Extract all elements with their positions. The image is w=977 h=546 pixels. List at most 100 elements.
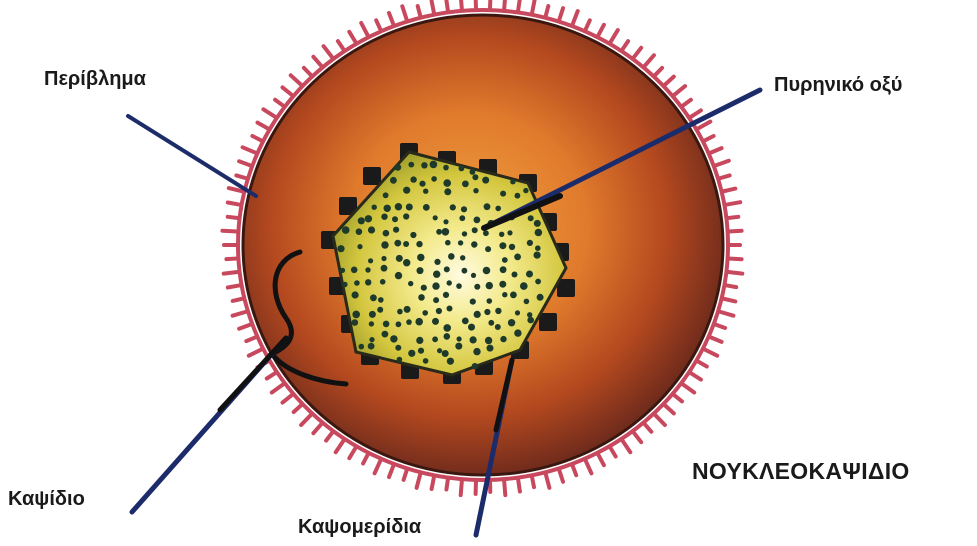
- nucleic-acid-dot: [365, 215, 372, 222]
- nucleic-acid-dot: [526, 271, 533, 278]
- envelope-spike: [402, 6, 407, 20]
- nucleic-acid-dot: [447, 280, 452, 285]
- nucleic-acid-dot: [499, 281, 506, 288]
- envelope-spike: [654, 414, 665, 425]
- envelope-spike: [719, 312, 733, 316]
- nucleic-acid-dot: [442, 350, 449, 357]
- nucleic-acid-dot: [484, 309, 490, 315]
- nucleic-acid-dot: [403, 259, 410, 266]
- nucleic-acid-dot: [502, 257, 508, 263]
- nucleic-acid-dot: [472, 363, 478, 369]
- nucleic-acid-dot: [433, 271, 440, 278]
- nucleic-acid-dot: [422, 310, 428, 316]
- envelope-spike: [633, 48, 641, 58]
- nucleic-acid-dot: [433, 215, 438, 220]
- nucleic-acid-dot: [382, 331, 389, 338]
- nucleic-acid-dot: [383, 230, 390, 237]
- nucleic-acid-dot: [423, 189, 428, 194]
- nucleic-acid-dot: [394, 240, 401, 247]
- envelope-spike: [376, 20, 381, 30]
- envelope-spike: [446, 479, 448, 490]
- nucleic-acid-dot: [421, 285, 427, 291]
- nucleic-acid-dot: [365, 267, 370, 272]
- nucleic-acid-dot: [535, 279, 541, 285]
- envelope-spike: [622, 41, 628, 50]
- envelope-spike: [654, 68, 662, 76]
- nucleic-acid-dot: [432, 336, 438, 342]
- nucleic-acid-dot: [410, 232, 416, 238]
- nucleic-acid-dot: [417, 254, 424, 261]
- nucleic-acid-dot: [377, 307, 383, 313]
- envelope-spike: [313, 423, 322, 433]
- envelope-spike: [633, 432, 641, 442]
- envelope-spike: [673, 394, 682, 401]
- envelope-spike: [336, 440, 344, 452]
- nucleic-acid-dot: [474, 311, 481, 318]
- envelope-spike: [389, 465, 394, 477]
- envelope-spike: [585, 20, 590, 30]
- nucleic-acid-dot: [356, 228, 363, 235]
- nucleic-acid-dot: [483, 230, 489, 236]
- envelope-spike: [644, 423, 651, 431]
- envelope-spike: [598, 454, 604, 466]
- nucleic-acid-dot: [340, 268, 345, 273]
- nucleic-acid-dot: [369, 311, 376, 318]
- envelope-spike: [228, 285, 241, 287]
- envelope-spike: [572, 11, 577, 25]
- envelope-spike: [546, 6, 549, 17]
- envelope-spike: [272, 384, 284, 393]
- nucleic-acid-dot: [408, 281, 413, 286]
- nucleic-acid-dot: [514, 329, 521, 336]
- envelope-spike: [226, 259, 237, 260]
- envelope-spike: [224, 272, 239, 274]
- nucleic-acid-dot: [443, 165, 449, 171]
- nucleic-acid-dot: [432, 282, 439, 289]
- envelope-spike: [518, 479, 520, 492]
- envelope-spike: [301, 414, 312, 425]
- envelope-spike: [710, 337, 722, 342]
- nucleic-acid-dot: [443, 219, 448, 224]
- envelope-spike: [258, 123, 269, 129]
- nucleic-acid-dot: [381, 241, 388, 248]
- envelope-spike: [239, 161, 251, 165]
- nucleic-acid-dot: [408, 350, 415, 357]
- nucleic-acid-dot: [397, 357, 403, 363]
- envelope-spike: [723, 299, 736, 302]
- nucleic-acid-dot: [500, 191, 506, 197]
- envelope-spike: [275, 100, 284, 107]
- nucleic-acid-dot: [457, 336, 462, 341]
- nucleic-acid-dot: [483, 267, 491, 275]
- nucleic-acid-dot: [456, 283, 462, 289]
- nucleic-acid-dot: [510, 179, 515, 184]
- envelope-spike: [704, 136, 714, 141]
- nucleic-acid-dot: [430, 161, 438, 169]
- nucleic-acid-dot: [370, 294, 377, 301]
- nucleic-acid-dot: [410, 176, 416, 182]
- envelope-spike: [532, 0, 535, 14]
- envelope-spike: [304, 68, 312, 76]
- capsomere: [539, 313, 557, 331]
- nucleic-acid-dot: [443, 179, 451, 187]
- nucleic-acid-dot: [499, 242, 506, 249]
- nucleic-acid-dot: [443, 292, 449, 298]
- nucleic-acid-dot: [459, 166, 465, 172]
- nucleic-acid-dot: [423, 358, 429, 364]
- nucleic-acid-dot: [528, 215, 534, 221]
- nucleic-acid-dot: [359, 344, 365, 350]
- envelope-spike: [326, 432, 333, 441]
- nucleic-acid-dot: [436, 229, 442, 235]
- envelope-spike: [283, 394, 293, 402]
- envelope-spike: [418, 6, 421, 17]
- envelope-spike: [375, 460, 381, 474]
- nucleic-acid-dot: [437, 348, 442, 353]
- nucleic-acid-dot: [384, 205, 391, 212]
- nucleic-acid-dot: [471, 273, 476, 278]
- nucleic-acid-dot: [406, 319, 412, 325]
- nucleic-acid-dot: [470, 299, 476, 305]
- nucleic-acid-dot: [431, 176, 437, 182]
- nucleic-acid-dot: [368, 343, 375, 350]
- envelope-spike: [249, 349, 262, 356]
- nucleic-acid-dot: [512, 272, 518, 278]
- nucleic-acid-dot: [445, 240, 451, 246]
- envelope-spike: [518, 0, 520, 11]
